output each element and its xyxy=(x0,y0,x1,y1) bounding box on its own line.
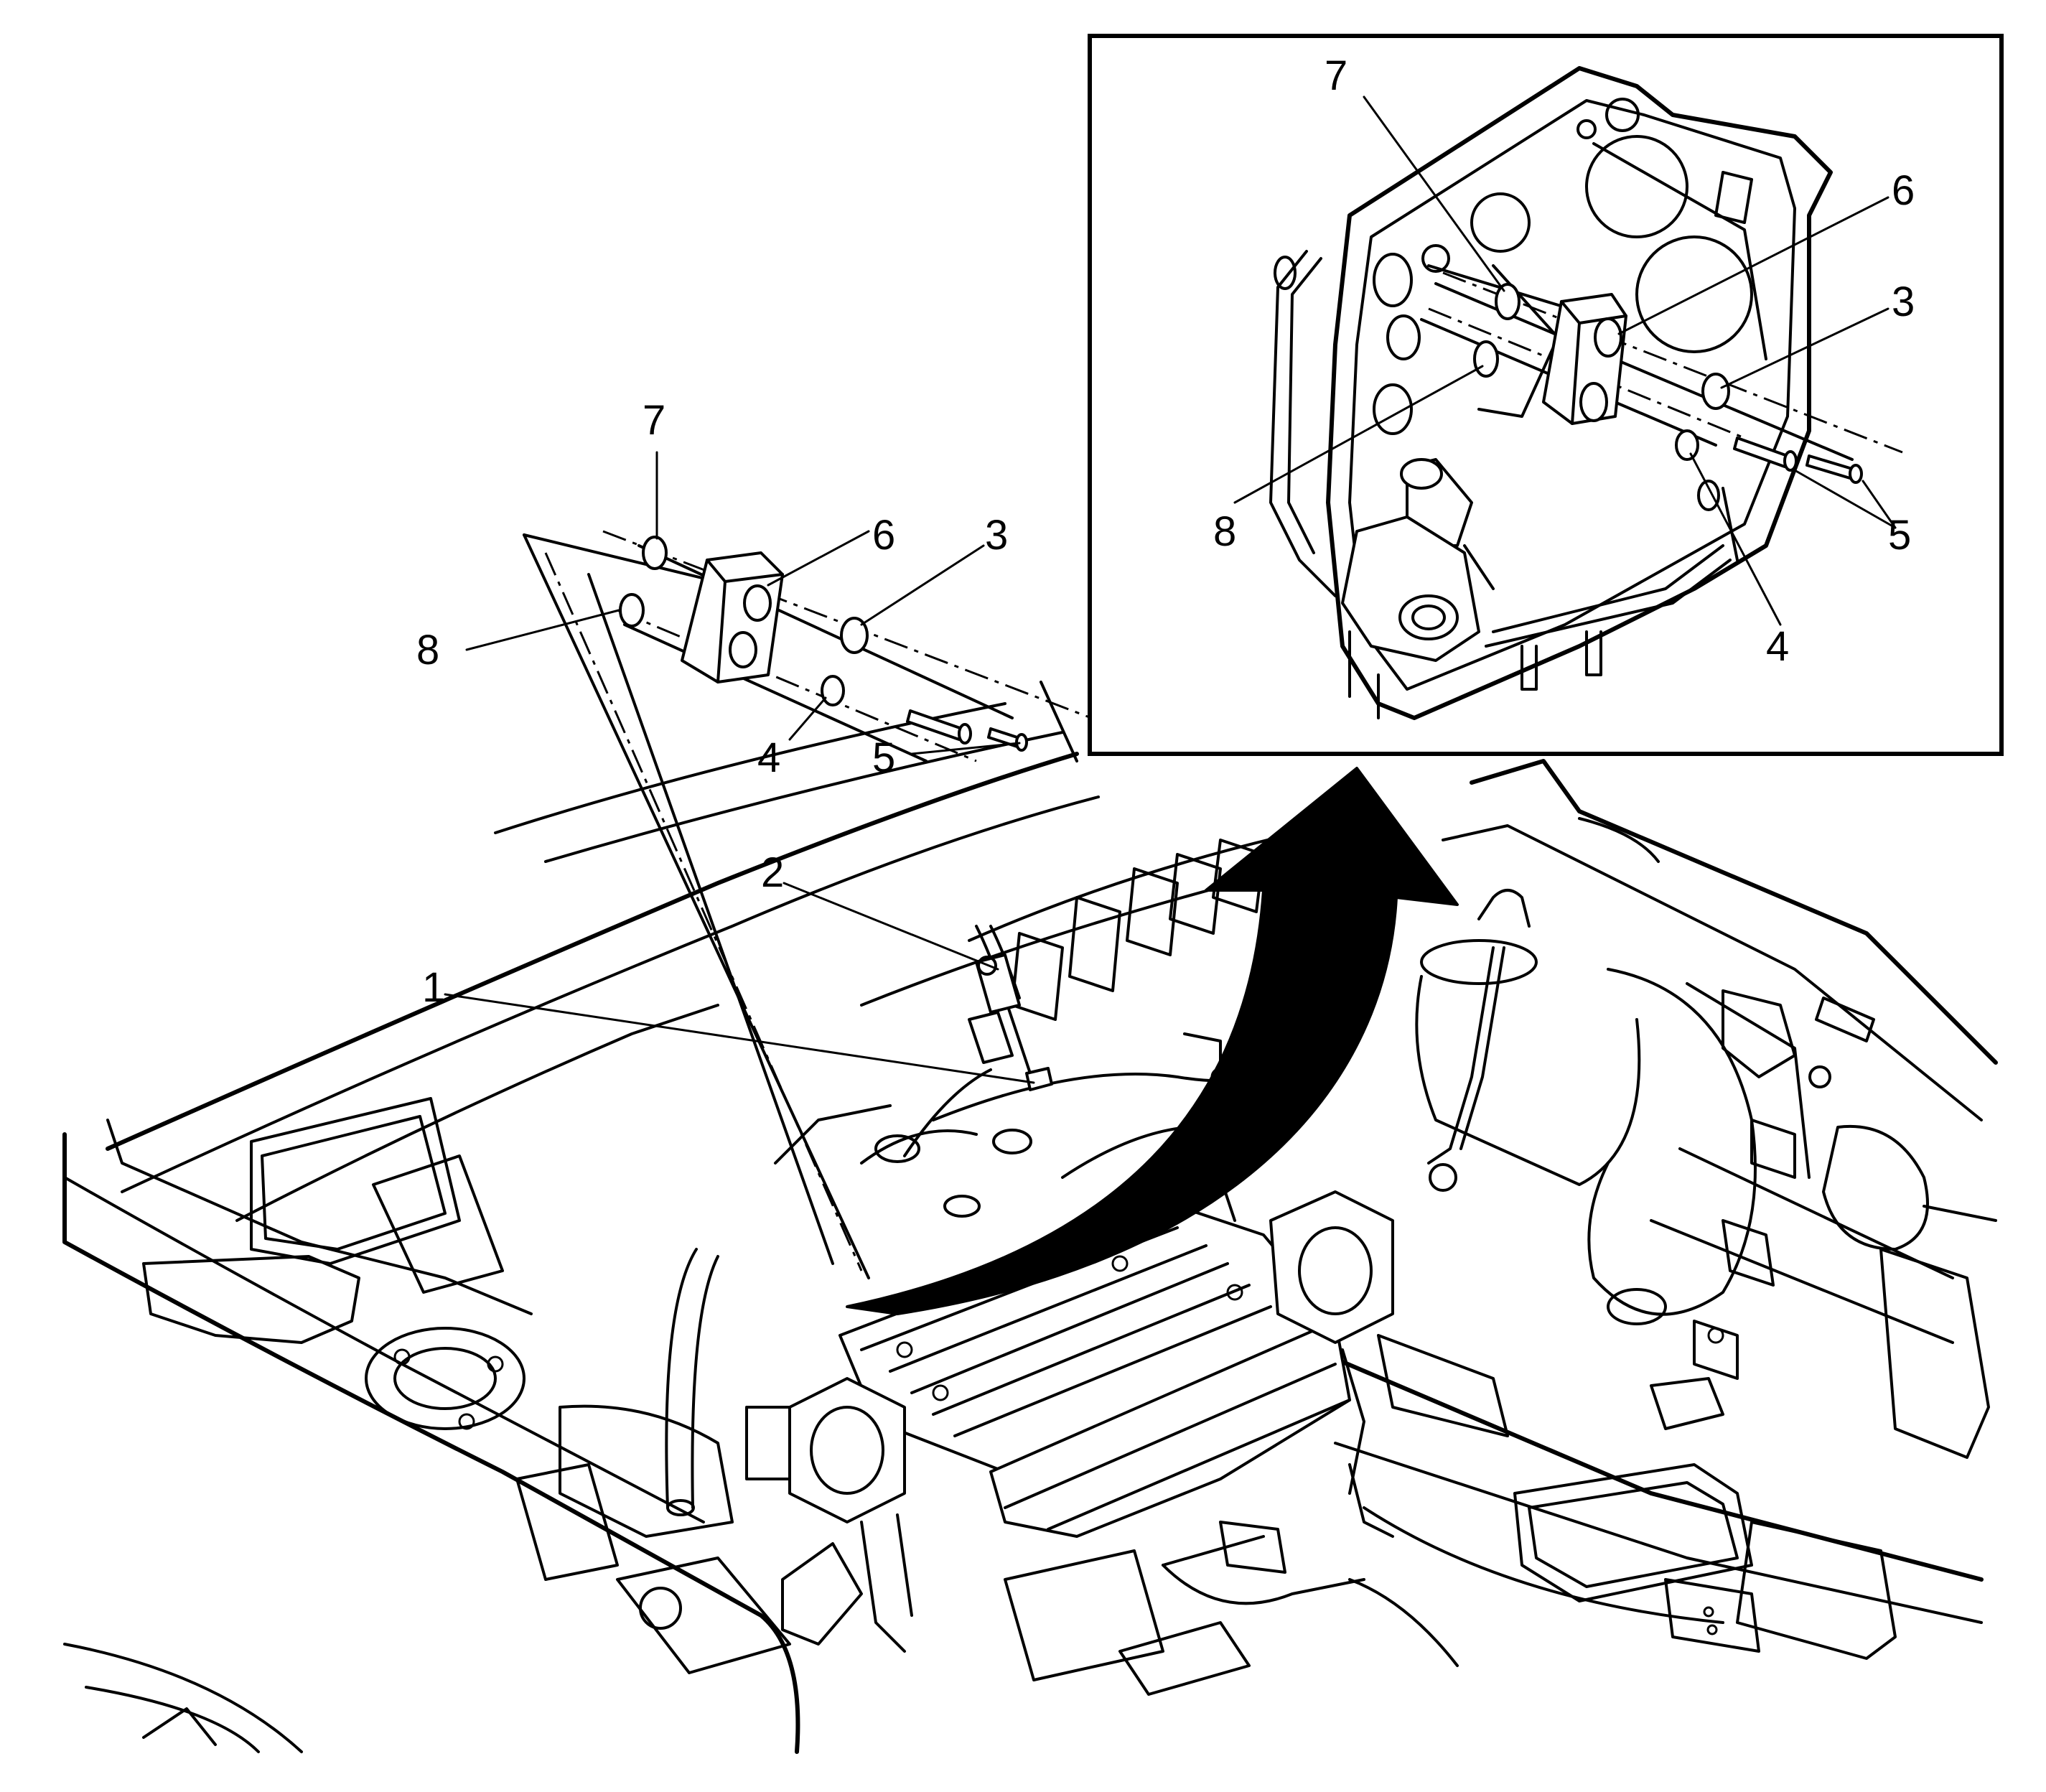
vehicle-body-outline xyxy=(62,681,1998,1754)
callout-leaders-main xyxy=(444,451,1035,1084)
inset-detail-view xyxy=(1088,34,2004,756)
callout-5: 5 xyxy=(872,734,895,781)
callout-labels-main: 7 6 3 8 4 5 2 1 xyxy=(416,397,1008,1011)
curved-arrow-icon xyxy=(846,767,1459,1315)
inset-callout-7: 7 xyxy=(1325,52,1347,99)
exploded-view-main xyxy=(523,530,1092,1279)
inset-callout-5: 5 xyxy=(1888,512,1911,559)
callout-7: 7 xyxy=(643,397,665,444)
inset-callout-6: 6 xyxy=(1892,167,1915,214)
inset-callout-3: 3 xyxy=(1892,279,1915,325)
callout-3: 3 xyxy=(985,512,1008,559)
callout-8: 8 xyxy=(416,627,439,673)
callout-leaders-inset xyxy=(1233,95,1897,626)
callout-labels-inset: 7 6 3 8 5 4 xyxy=(1213,52,1915,670)
callout-1: 1 xyxy=(422,964,445,1011)
inset-callout-4: 4 xyxy=(1766,623,1789,670)
engine-assembly xyxy=(515,925,1394,1696)
inset-callout-8: 8 xyxy=(1213,508,1236,555)
callout-6: 6 xyxy=(872,512,895,559)
callout-4: 4 xyxy=(757,734,780,781)
callout-2: 2 xyxy=(761,849,784,896)
